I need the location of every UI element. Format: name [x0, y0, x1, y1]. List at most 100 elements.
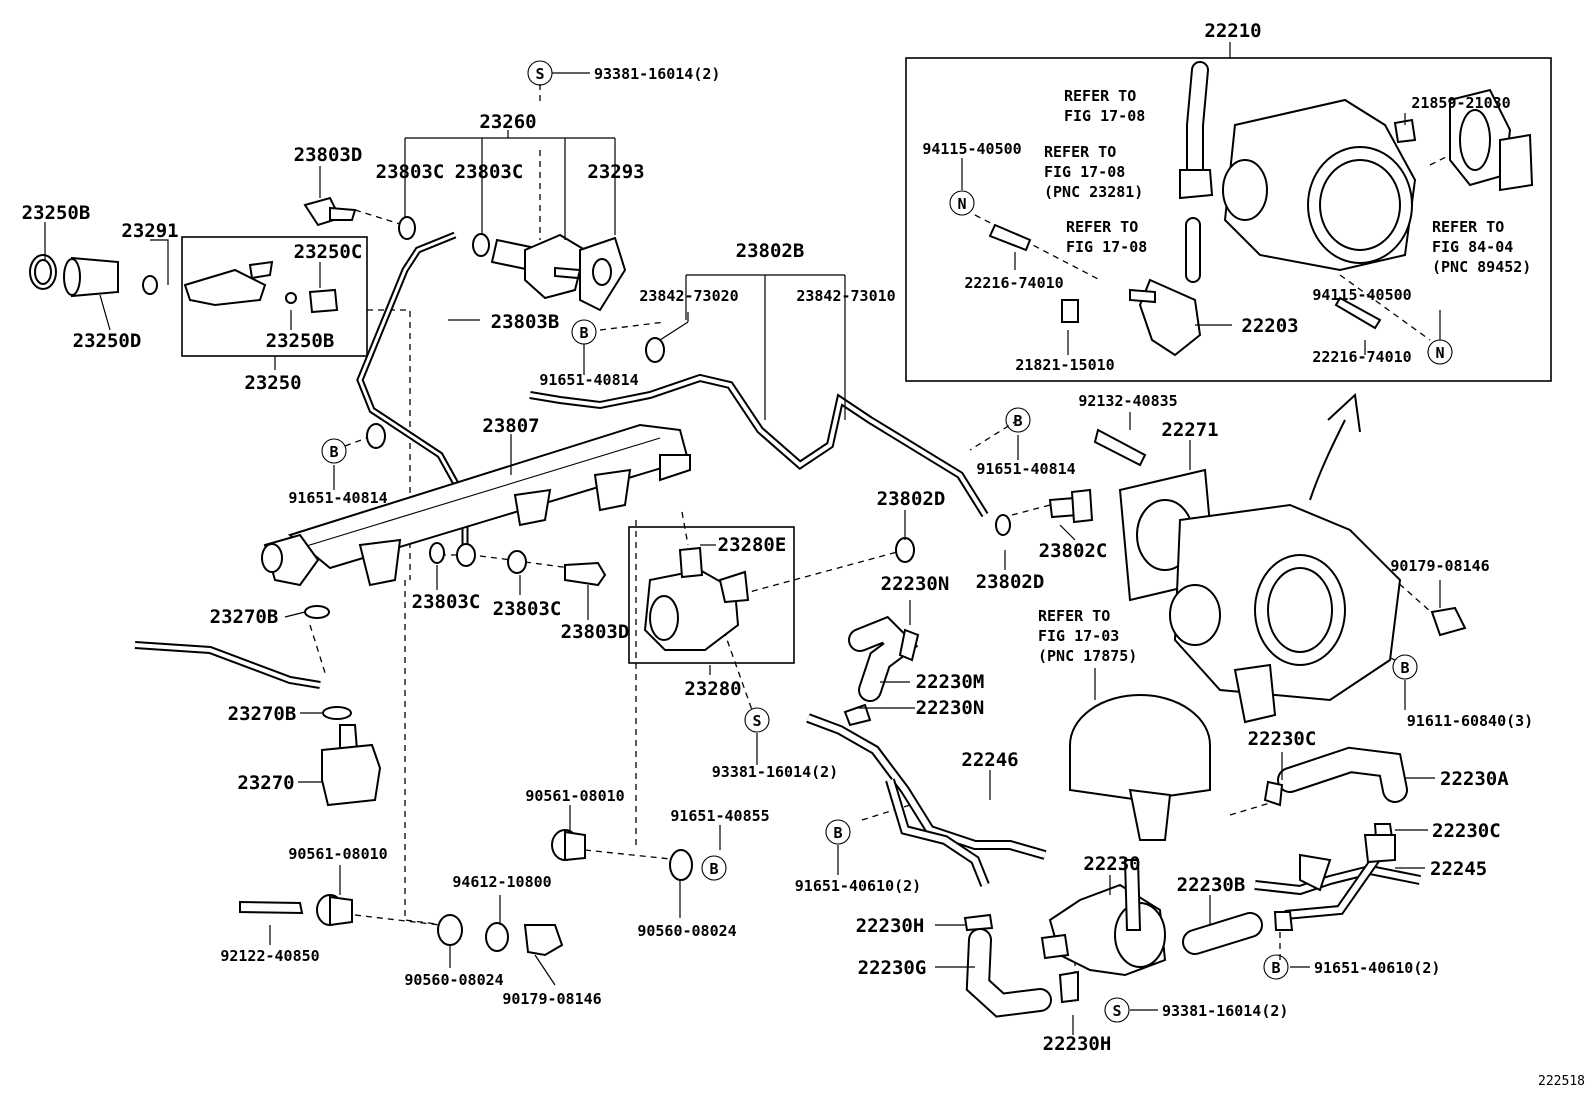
label-22230a: 22230A — [1440, 768, 1509, 790]
label-91651-40814-c: 91651-40814 — [976, 460, 1075, 478]
n-symbol-left: N — [949, 190, 975, 216]
s-symbol-top: S — [527, 60, 553, 86]
n-symbol-right: N — [1427, 339, 1453, 365]
svg-text:REFER TO: REFER TO — [1044, 143, 1116, 161]
b-symbol-grommet: B — [701, 855, 727, 881]
label-23250b-box: 23250B — [266, 330, 335, 352]
label-22230: 22230 — [1083, 853, 1140, 875]
label-23802d-a: 23802D — [877, 488, 946, 510]
svg-text:B: B — [1013, 412, 1022, 430]
label-23291: 23291 — [121, 220, 178, 242]
label-21859-21030: 21859-21030 — [1411, 94, 1510, 112]
svg-text:N: N — [1435, 344, 1444, 362]
label-23280e: 23280E — [718, 534, 787, 556]
label-22230b: 22230B — [1177, 874, 1246, 896]
circled-symbols: S B B B S B B S B B N N — [321, 60, 1453, 1023]
svg-text:B: B — [1271, 959, 1280, 977]
label-23270b-a: 23270B — [210, 606, 279, 628]
label-22230n-a: 22230N — [881, 573, 950, 595]
svg-text:REFER TO: REFER TO — [1066, 218, 1138, 236]
refer-note-3: REFER TO FIG 17-08 — [1066, 218, 1147, 256]
svg-text:FIG 17-08: FIG 17-08 — [1066, 238, 1147, 256]
b-symbol-water-pipe: B — [825, 819, 851, 845]
s-symbol-regulator: S — [744, 707, 770, 733]
b-symbol-throttle: B — [1392, 654, 1418, 680]
label-23803c-a: 23803C — [376, 161, 445, 183]
svg-text:S: S — [535, 65, 544, 83]
label-23250b-left: 23250B — [22, 202, 91, 224]
svg-text:B: B — [1400, 659, 1409, 677]
b-symbol-bottom-right: B — [1263, 954, 1289, 980]
label-22230g: 22230G — [858, 957, 927, 979]
label-23802c: 23802C — [1039, 540, 1108, 562]
label-91651-40814-a: 91651-40814 — [539, 371, 638, 389]
refer-note-4: REFER TO FIG 84-04 (PNC 89452) — [1432, 218, 1531, 276]
refer-note-5: REFER TO FIG 17-03 (PNC 17875) — [1038, 607, 1137, 665]
coolant-hoses — [848, 61, 1408, 1018]
label-23802b: 23802B — [736, 240, 805, 262]
label-90560-08024-a: 90560-08024 — [404, 971, 503, 989]
label-22230h-b: 22230H — [1043, 1033, 1112, 1055]
label-23803b: 23803B — [491, 311, 560, 333]
label-93381-16014-top: 93381-16014(2) — [594, 65, 720, 83]
svg-text:FIG 84-04: FIG 84-04 — [1432, 238, 1513, 256]
label-23802d-b: 23802D — [976, 571, 1045, 593]
label-22216-74010-b: 22216-74010 — [1312, 348, 1411, 366]
label-23260: 23260 — [479, 111, 536, 133]
label-22230n-b: 22230N — [916, 697, 985, 719]
s-symbol-bottom: S — [1104, 997, 1130, 1023]
leader-lines — [44, 42, 1441, 1035]
svg-text:(PNC 89452): (PNC 89452) — [1432, 258, 1531, 276]
label-22230c-b: 22230C — [1248, 728, 1317, 750]
label-22230m: 22230M — [916, 671, 985, 693]
label-23280: 23280 — [684, 678, 741, 700]
throttle-body-inset-frame — [905, 57, 1552, 382]
label-22246: 22246 — [961, 749, 1018, 771]
label-22230c-a: 22230C — [1432, 820, 1501, 842]
label-94115-40500-b: 94115-40500 — [1312, 286, 1411, 304]
hardware-parts — [29, 118, 1467, 1004]
label-94612-10800: 94612-10800 — [452, 873, 551, 891]
label-23803c-b: 23803C — [455, 161, 524, 183]
reference-notes: REFER TO FIG 17-08 REFER TO FIG 17-08 (P… — [1038, 87, 1531, 665]
svg-text:B: B — [579, 324, 588, 342]
label-93381-16014-low: 93381-16014(2) — [1162, 1002, 1288, 1020]
label-91611-60840: 91611-60840(3) — [1407, 712, 1533, 730]
label-90561-08010-b: 90561-08010 — [525, 787, 624, 805]
label-93381-16014-mid: 93381-16014(2) — [712, 763, 838, 781]
b-symbol-right-pipe: B — [1005, 407, 1031, 433]
svg-text:REFER TO: REFER TO — [1038, 607, 1110, 625]
svg-text:FIG 17-08: FIG 17-08 — [1044, 163, 1125, 181]
label-22271: 22271 — [1161, 419, 1218, 441]
label-22210: 22210 — [1204, 20, 1261, 42]
label-23270: 23270 — [237, 772, 294, 794]
label-23803c-c: 23803C — [412, 591, 481, 613]
label-23842-73020: 23842-73020 — [639, 287, 738, 305]
svg-text:(PNC 17875): (PNC 17875) — [1038, 647, 1137, 665]
label-23250: 23250 — [244, 372, 301, 394]
svg-text:REFER TO: REFER TO — [1064, 87, 1136, 105]
label-92132-40835: 92132-40835 — [1078, 392, 1177, 410]
label-23803c-d: 23803C — [493, 598, 562, 620]
refer-note-1: REFER TO FIG 17-08 — [1064, 87, 1145, 125]
refer-note-2: REFER TO FIG 17-08 (PNC 23281) — [1044, 143, 1143, 201]
label-22203: 22203 — [1241, 315, 1298, 337]
svg-text:FIG 17-08: FIG 17-08 — [1064, 107, 1145, 125]
svg-text:B: B — [709, 860, 718, 878]
label-23250d: 23250D — [73, 330, 142, 352]
svg-text:S: S — [752, 712, 761, 730]
svg-text:B: B — [833, 824, 842, 842]
svg-text:S: S — [1112, 1002, 1121, 1020]
label-91651-40610-a: 91651-40610(2) — [795, 877, 921, 895]
inset-direction-arrow — [1309, 392, 1361, 501]
svg-text:(PNC 23281): (PNC 23281) — [1044, 183, 1143, 201]
label-21821-15010: 21821-15010 — [1015, 356, 1114, 374]
b-symbol-pipe: B — [571, 319, 597, 345]
label-23250c: 23250C — [294, 241, 363, 263]
svg-text:FIG 17-03: FIG 17-03 — [1038, 627, 1119, 645]
svg-text:REFER TO: REFER TO — [1432, 218, 1504, 236]
figure-id: 222518 — [1538, 1074, 1585, 1089]
label-22216-74010-a: 22216-74010 — [964, 274, 1063, 292]
